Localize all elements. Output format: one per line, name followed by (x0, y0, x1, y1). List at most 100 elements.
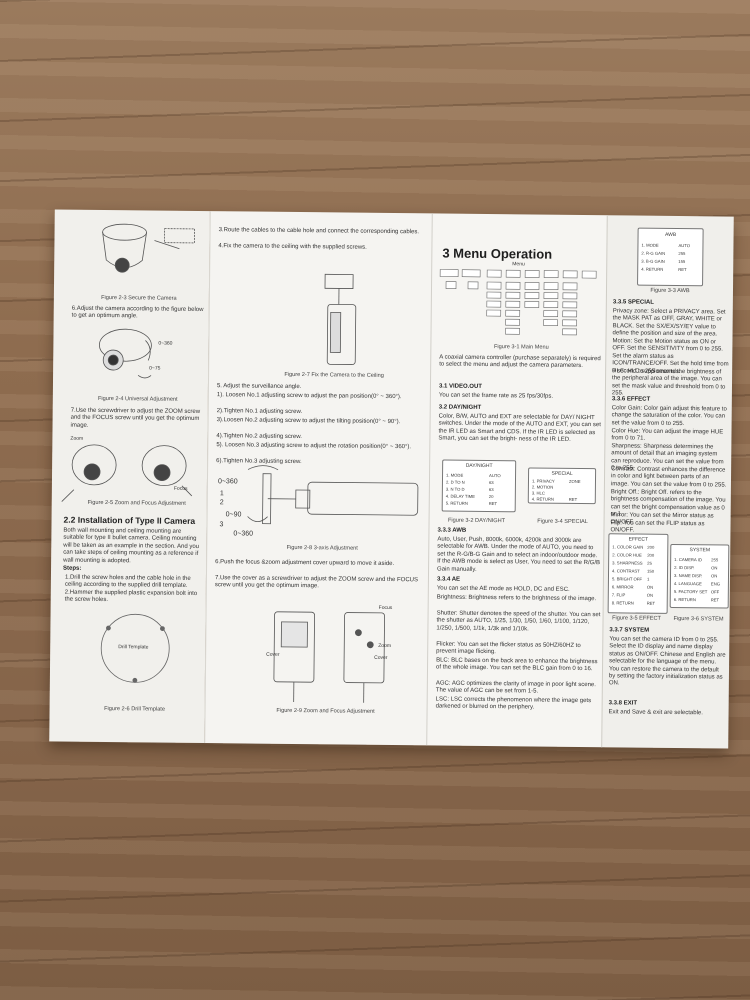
step-1-text: 1.Drill the screw holes and the cable ho… (64, 574, 191, 590)
section-3-3-8-title: 3.3.8 EXIT (608, 700, 638, 707)
figure-3-4-caption: Figure 3-4 SPECIAL (537, 518, 588, 526)
drill-template-label: Drill Template (118, 644, 149, 651)
effect-row-value: 150 (647, 568, 655, 574)
special-row-value: RET (568, 496, 578, 502)
dome-camera-secure-illustration (102, 223, 196, 273)
section-3-2-title: 3.2 DAY/NIGHT (438, 404, 482, 411)
panel2-illustrations (247, 273, 419, 703)
system-row-value: RET (710, 597, 720, 603)
system-row-value: 255 (711, 557, 719, 563)
system-row-label: 2. ID DISP. (674, 564, 695, 571)
shutter-text: Shutter: Shutter denotes the speed of th… (436, 610, 601, 633)
awb-row-label: 1. MODE (641, 242, 659, 248)
step-7-cover-text: 7.Use the cover as a screwdriver to adju… (214, 575, 419, 590)
daynight-row-value: 20 (488, 494, 494, 500)
focus-cover-label: Focus (378, 604, 393, 612)
section-3-2-body: Color, B/W, AUTO and EXT are selectable … (438, 413, 601, 444)
section-3-3-3-body: Auto, User, Push, 8000k, 6000k, 4200k an… (437, 536, 601, 573)
section-2-2-body: Both wall mounting and ceiling mounting … (63, 527, 200, 564)
awb-row-label: 4. RETURN (641, 266, 664, 272)
effect-row-value: ON (646, 584, 654, 590)
axis-label-a: 0~360 (217, 478, 238, 486)
system-row-value: OFF (710, 589, 720, 595)
drill-template-illustration (100, 613, 170, 683)
awb-row-value: 255 (678, 250, 686, 257)
system-row-label: 6. RETURN (673, 596, 696, 603)
effect-box-title: EFFECT (628, 536, 649, 543)
ceiling-mount-illustration (324, 273, 357, 365)
section-2-2-title: 2.2 Installation of Type II Camera (63, 514, 196, 526)
section-3-1-body: You can set the frame rate as 25 fps/30f… (438, 392, 554, 400)
axis-number-3: 3 (219, 521, 224, 529)
figure-3-3-caption: Figure 3-3 AWB (650, 287, 690, 295)
label-0-360: 0~360 (158, 340, 173, 347)
system-row-value: ON (711, 565, 718, 571)
section-3-3-8-body: Exit and Save & exit are selectable. (608, 709, 703, 717)
label-0-75: 0~75 (149, 365, 161, 372)
awb-row-value: AUTO (678, 242, 691, 249)
zoom-focus-cover-illustration (273, 611, 385, 703)
system-box-title: SYSTEM (689, 547, 711, 554)
manual-panel-2: 3.Route the cables to the cable hole and… (204, 211, 433, 746)
cover-label-1: Cover (266, 651, 280, 658)
manual-panel-1: Figure 2-3 Secure the Camera 6.Adjust th… (49, 209, 210, 744)
effect-row-value: 200 (647, 552, 655, 558)
awb-row-value: 155 (678, 258, 686, 265)
dome-zoom-focus-illustration (61, 444, 193, 502)
zoom-cover-label: Zoom (378, 642, 392, 650)
effect-row-label: 3. SHARPNESS (612, 560, 643, 566)
color-hue-text: Color Hue: You can adjust the image HUE … (611, 428, 724, 443)
system-row-label: 4. LANGUAGE (673, 580, 702, 587)
system-row-value: ON (710, 573, 718, 579)
axis-number-2: 2 (219, 499, 224, 507)
section-3-3-6-title: 3.3.6 EFFECT (611, 396, 651, 403)
blc-text: BLC: BLC bases on the back area to enhan… (435, 657, 598, 673)
awb-row-label: 2. R-G GAIN (641, 250, 666, 256)
daynight-row-label: 5. RETURN (445, 500, 468, 506)
daynight-row-label: 1. MODE (446, 472, 464, 478)
contrast-text: Contrast: Contrast enhances the differen… (610, 466, 727, 489)
three-axis-illustration (247, 465, 419, 525)
menu-intro-text: A coaxial camera controller (purchase se… (439, 354, 601, 370)
effect-row-label: 1. COLOR GAIN (612, 544, 644, 550)
panel1-illustrations (61, 223, 196, 683)
color-gain-text: Color Gain: Color gain adjust this featu… (611, 405, 727, 427)
section-3-1-title: 3.1 VIDEO.OUT (438, 383, 483, 390)
daynight-row-value: RET (488, 501, 498, 507)
effect-row-label: 8. RETURN (611, 600, 634, 606)
effect-row-value: ON (646, 592, 654, 598)
system-row-label: 1. CAMERA ID (674, 556, 702, 563)
special-box-title: SPECIAL (551, 470, 573, 477)
effect-row-label: 6. MIRROR (611, 584, 634, 590)
section-3-3-3-title: 3.3.3 AWB (437, 527, 467, 534)
main-menu-tree-diagram (439, 269, 597, 336)
figure-3-2-caption: Figure 3-2 DAY/NIGHT (447, 517, 506, 525)
brightness-text: Brightness: Brightness refers to the bri… (436, 594, 597, 603)
daynight-box-title: DAY/NIGHT (465, 462, 493, 470)
section-3-3-7-body: You can set the camera ID from 0 to 255.… (608, 636, 726, 687)
menu-operation-title: 3 Menu Operation (442, 245, 553, 262)
step-2-text: 2.Hammer the supplied plastic expansion … (64, 589, 198, 604)
effect-row-label: 4. CONTRAST (612, 568, 640, 574)
lsc-text: LSC: LSC corrects the phenomenon where t… (435, 696, 592, 711)
system-row-label: 5. FACTORY SET (673, 588, 708, 595)
effect-row-label: 2. COLOR HUE (612, 552, 642, 558)
awb-row-value: RET (678, 266, 687, 273)
manual-panel-3: 3 Menu Operation Menu (426, 213, 608, 748)
awb-box-title: AWB (664, 231, 677, 238)
awb-row-label: 3. B-G GAIN (641, 258, 665, 264)
effect-row-label: 7. FLIP (611, 592, 626, 598)
steps-label: Steps: (63, 565, 82, 572)
cover-label-2: Cover (374, 654, 388, 661)
zoom-label: Zoom (70, 435, 84, 442)
daynight-row-label: 3. N TO D (445, 486, 465, 492)
axis-label-b: 0~90 (225, 511, 242, 519)
daynight-row-label: 4. DELAY TIME (445, 493, 475, 499)
figure-3-5-caption: Figure 3-5 EFFECT (612, 615, 661, 622)
daynight-row-label: 2. D TO N (445, 479, 465, 485)
flicker-text: Flicker: You can set the flicker status … (436, 641, 581, 656)
hlc-text: HLC: HLC supplements the brightness of t… (611, 368, 726, 397)
